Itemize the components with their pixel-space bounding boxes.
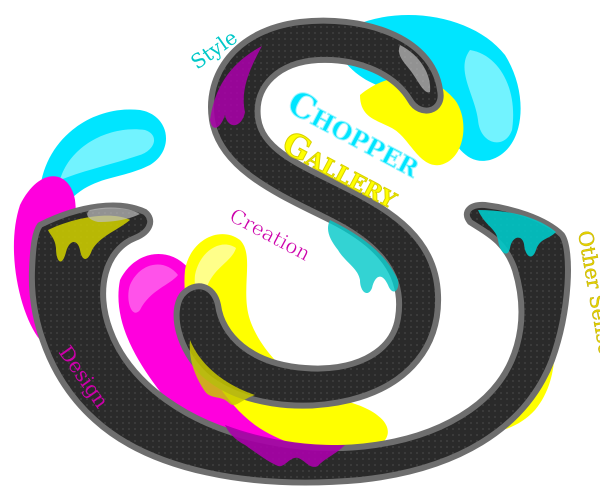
s-hook-emblem-icon (28, 17, 571, 486)
word-other-sense: Other Sense (573, 229, 600, 357)
